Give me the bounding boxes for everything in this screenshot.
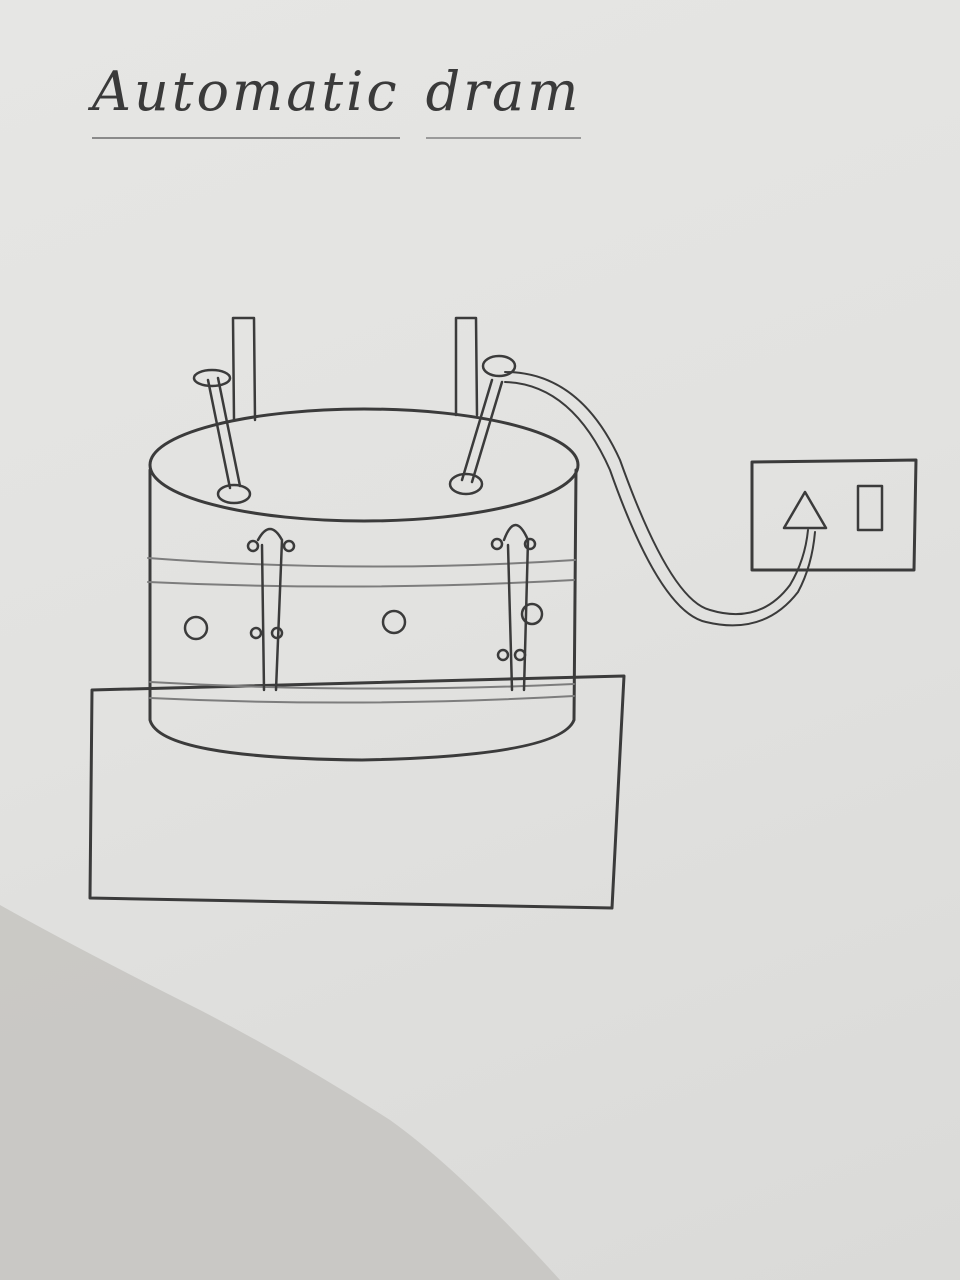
photo-shadow	[0, 0, 960, 1280]
